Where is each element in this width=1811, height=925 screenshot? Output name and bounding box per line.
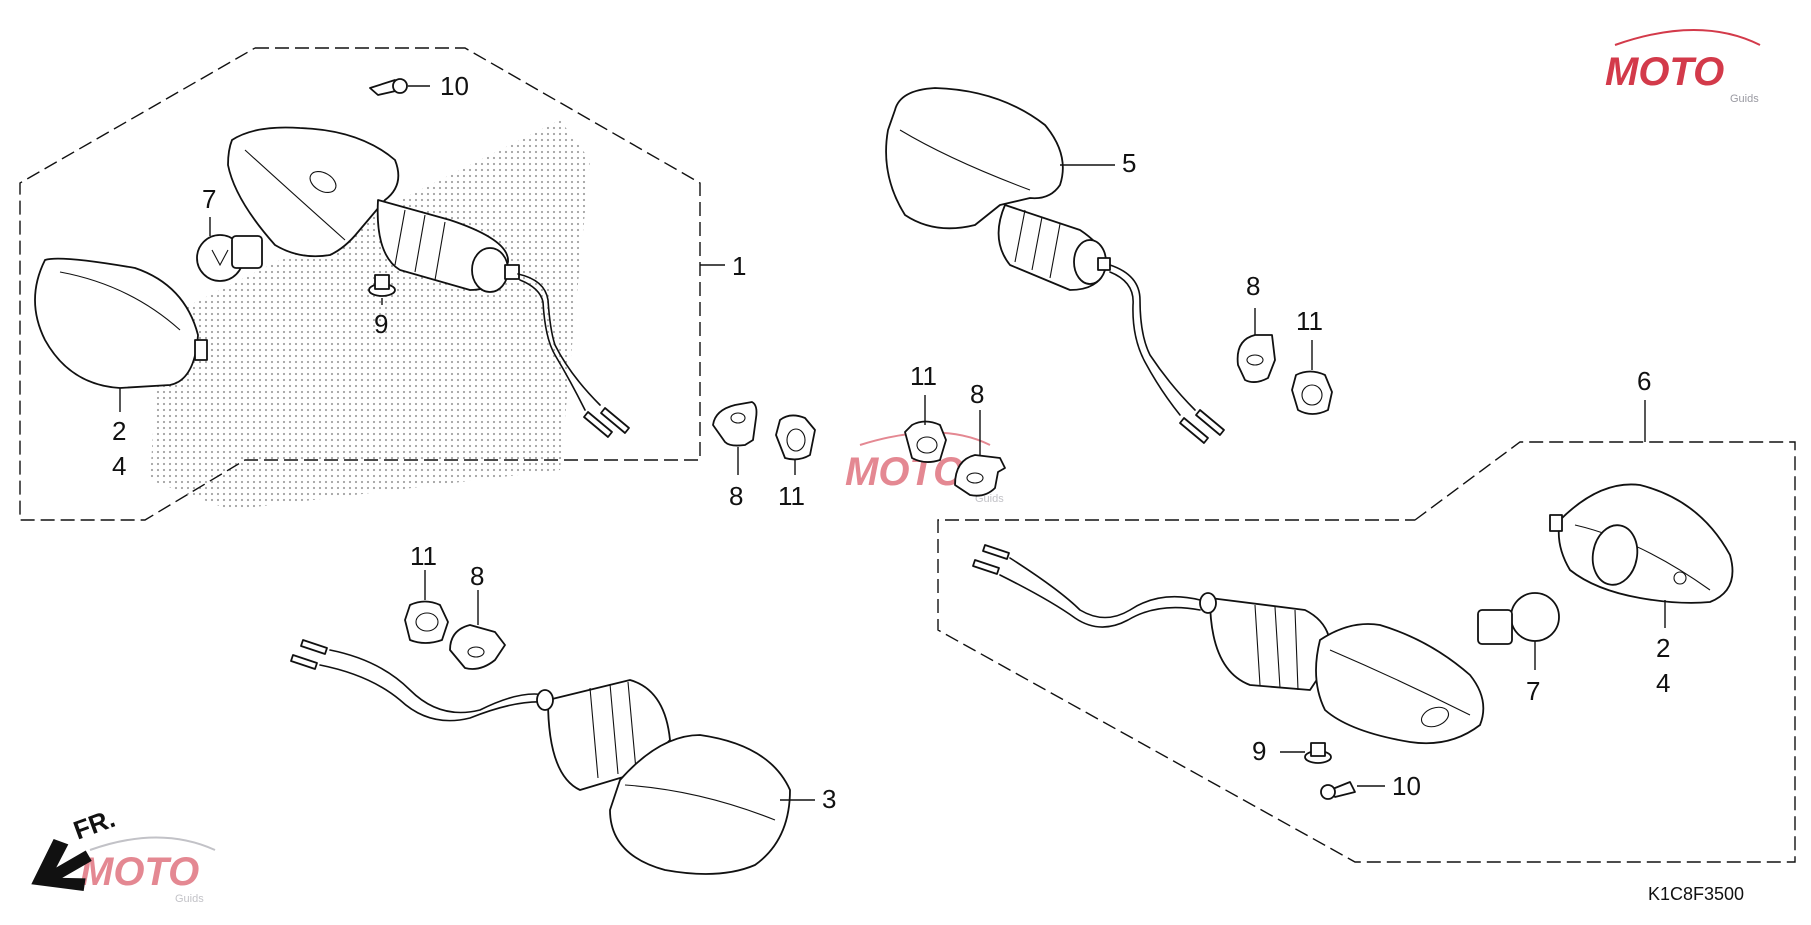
label-part-7: 7: [1526, 676, 1540, 706]
nut-part-11: [904, 395, 947, 463]
assembly-group-1: 1 2 4 7 9 10: [19, 47, 746, 521]
label-part-2: 2: [1656, 633, 1670, 663]
winker-lens-6: [1315, 623, 1485, 745]
nut-part-11: [404, 570, 449, 644]
label-part-11: 11: [910, 361, 937, 391]
bulb-part-7: [1477, 592, 1560, 670]
stay-part-8: [712, 401, 758, 475]
screw-part-10: [1320, 781, 1385, 800]
diagram-code: K1C8F3500: [1648, 884, 1744, 904]
lens-part-2: [34, 257, 208, 389]
label-part-11: 11: [410, 541, 437, 571]
nut-part-11: [1291, 340, 1333, 415]
wire-harness-1: [517, 273, 601, 411]
label-part-2: 2: [112, 416, 126, 446]
wire-harness-5: [1109, 264, 1196, 416]
watermark-sub: Guids: [1730, 93, 1759, 105]
label-part-8: 8: [729, 481, 743, 511]
winker-lens-3: [609, 734, 791, 875]
winker-body-6: [1209, 597, 1332, 691]
label-part-9: 9: [1252, 736, 1266, 766]
label-part-3: 3: [822, 784, 836, 814]
group-outline-1: [19, 47, 701, 521]
nut-part-11: [775, 414, 816, 475]
wire-connectors-5: [1179, 409, 1225, 444]
screw-part-10: [369, 78, 430, 96]
watermark-brand: MOTO: [80, 850, 199, 894]
stay-part-8: [1236, 308, 1276, 383]
center-hardware: 8 11 11 8: [712, 361, 1006, 511]
label-part-1: 1: [732, 251, 746, 281]
bulb-part-7: [196, 234, 263, 282]
grommet-part-9: [1280, 742, 1332, 764]
watermark-brand: MOTO: [1605, 50, 1724, 94]
wire-connectors-6: [972, 544, 1010, 575]
label-part-8: 8: [1246, 271, 1260, 301]
watermark-top-right: MOTO Guids: [1605, 29, 1761, 105]
watermark-sub: Guids: [175, 893, 204, 905]
grommet-part-9: [368, 274, 396, 305]
group-outline-6: [937, 441, 1796, 863]
front-arrow-icon: [31, 839, 92, 891]
front-label: FR.: [69, 803, 119, 846]
wire-connectors-3: [290, 639, 328, 670]
winker-assembly-3: 11 8 3: [290, 541, 836, 875]
label-part-7: 7: [202, 184, 216, 214]
label-part-11: 11: [778, 481, 805, 511]
label-part-4: 4: [1656, 668, 1670, 698]
watermark-brand: MOTO: [845, 450, 964, 494]
label-part-10: 10: [440, 71, 469, 101]
wire-connectors-1: [583, 407, 630, 438]
wire-harness-6: [999, 557, 1201, 628]
label-part-9: 9: [374, 309, 388, 339]
label-part-8: 8: [470, 561, 484, 591]
watermark-bottom-left: MOTO Guids: [80, 836, 216, 905]
label-part-10: 10: [1392, 771, 1421, 801]
wire-harness-3: [319, 649, 546, 722]
stipple-shading: [150, 120, 590, 510]
label-part-5: 5: [1122, 148, 1136, 178]
label-part-8: 8: [970, 379, 984, 409]
winker-assembly-5: 5 8 11: [885, 87, 1333, 444]
stay-part-8: [954, 410, 1006, 497]
winker-lens-5: [885, 87, 1064, 230]
stay-part-8: [449, 590, 506, 670]
label-part-4: 4: [112, 451, 126, 481]
label-part-11: 11: [1296, 306, 1323, 336]
housing-part-6: [1549, 483, 1734, 628]
watermark-center: MOTO Guids: [845, 431, 1004, 505]
housing-part-1: [227, 126, 520, 293]
label-part-6: 6: [1637, 366, 1651, 396]
assembly-group-6: 6 9 10 7: [937, 366, 1796, 863]
